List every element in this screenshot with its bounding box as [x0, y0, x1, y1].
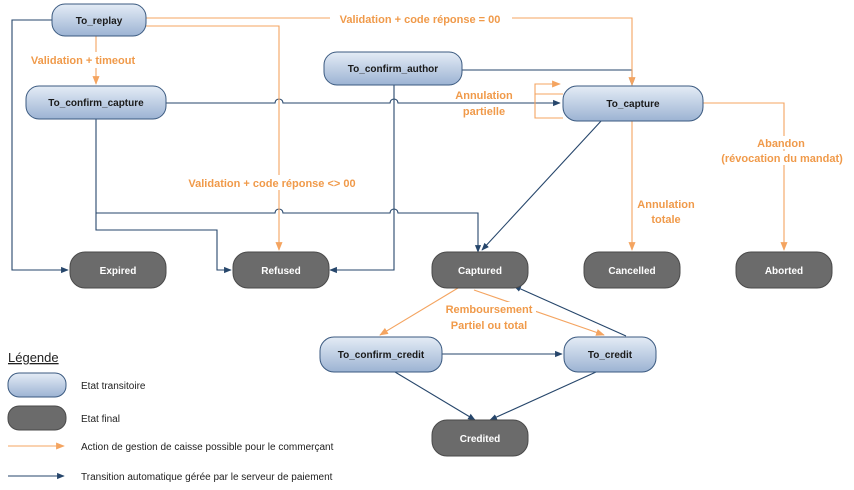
edge-replay-expired	[11, 19, 69, 274]
svg-text:To_replay: To_replay	[76, 16, 123, 27]
legend: Légende Etat transitoire Etat final Acti…	[7, 350, 334, 483]
label-annulation-totale-2: totale	[651, 214, 680, 226]
label-annulation-totale-1: Annulation	[637, 199, 695, 211]
legend-final-swatch	[7, 405, 67, 431]
label-abandon-1: Abandon	[757, 138, 805, 150]
edge-confirmcapture-refused	[95, 118, 232, 274]
label-validation-code-not-00: Validation + code réponse <> 00	[188, 178, 355, 190]
edge-credit-captured	[513, 285, 627, 337]
svg-text:To_credit: To_credit	[588, 350, 633, 361]
legend-auto-label: Transition automatique gérée par le serv…	[81, 472, 333, 483]
svg-text:Captured: Captured	[458, 266, 502, 277]
svg-text:To_confirm_capture: To_confirm_capture	[48, 98, 144, 109]
edge-captured-credit	[473, 289, 605, 336]
label-validation-timeout: Validation + timeout	[31, 55, 136, 67]
label-remboursement-2: Partiel ou total	[451, 320, 527, 332]
svg-text:Refused: Refused	[261, 266, 300, 277]
state-to-capture: To_capture	[562, 85, 704, 122]
state-aborted: Aborted	[735, 251, 833, 289]
svg-text:Cancelled: Cancelled	[608, 266, 655, 277]
label-validation-code-00: Validation + code réponse = 00	[340, 14, 501, 26]
legend-merchant-label: Action de gestion de caisse possible pou…	[81, 442, 334, 453]
state-to-replay: To_replay	[51, 3, 147, 37]
state-refused: Refused	[232, 251, 330, 289]
state-to-credit: To_credit	[563, 336, 657, 373]
edge-capture-partial-loop-back	[534, 94, 563, 119]
state-credited: Credited	[431, 419, 529, 457]
edge-capture-aborted	[702, 102, 788, 251]
label-abandon-2: (révocation du mandat)	[721, 153, 843, 165]
svg-text:To_confirm_author: To_confirm_author	[348, 64, 438, 75]
edge-replay-capture	[145, 17, 636, 86]
state-to-confirm-credit: To_confirm_credit	[319, 336, 443, 373]
svg-text:Expired: Expired	[100, 266, 137, 277]
state-captured: Captured	[431, 251, 529, 289]
svg-text:To_capture: To_capture	[606, 99, 660, 110]
legend-title: Légende	[8, 350, 59, 365]
edge-confirmcapture-captured	[96, 208, 482, 253]
legend-transient-swatch	[7, 372, 67, 398]
edge-capture-captured	[481, 119, 603, 251]
edge-replay-refused	[140, 25, 283, 251]
svg-text:To_confirm_credit: To_confirm_credit	[338, 350, 425, 361]
state-to-confirm-capture: To_confirm_capture	[25, 85, 167, 120]
state-cancelled: Cancelled	[583, 251, 681, 289]
legend-transient-label: Etat transitoire	[81, 381, 146, 392]
svg-text:Credited: Credited	[460, 434, 501, 445]
state-to-confirm-author: To_confirm_author	[323, 51, 463, 86]
edge-confirmauthor-capture	[460, 69, 636, 86]
edge-confirmcredit-credited	[394, 371, 476, 421]
svg-text:Aborted: Aborted	[765, 266, 803, 277]
label-remboursement-1: Remboursement	[446, 304, 533, 316]
edge-confirmcapture-capture	[165, 98, 561, 107]
edge-confirmauthor-refused	[329, 85, 395, 274]
edge-captured-confirmcredit	[379, 287, 459, 336]
state-expired: Expired	[69, 251, 167, 289]
label-annulation-partielle-2: partielle	[463, 106, 505, 118]
legend-final-label: Etat final	[81, 414, 120, 425]
edge-credit-credited	[489, 371, 597, 421]
edge-capture-partial-loop	[534, 80, 563, 95]
label-annulation-partielle-1: Annulation	[455, 90, 513, 102]
